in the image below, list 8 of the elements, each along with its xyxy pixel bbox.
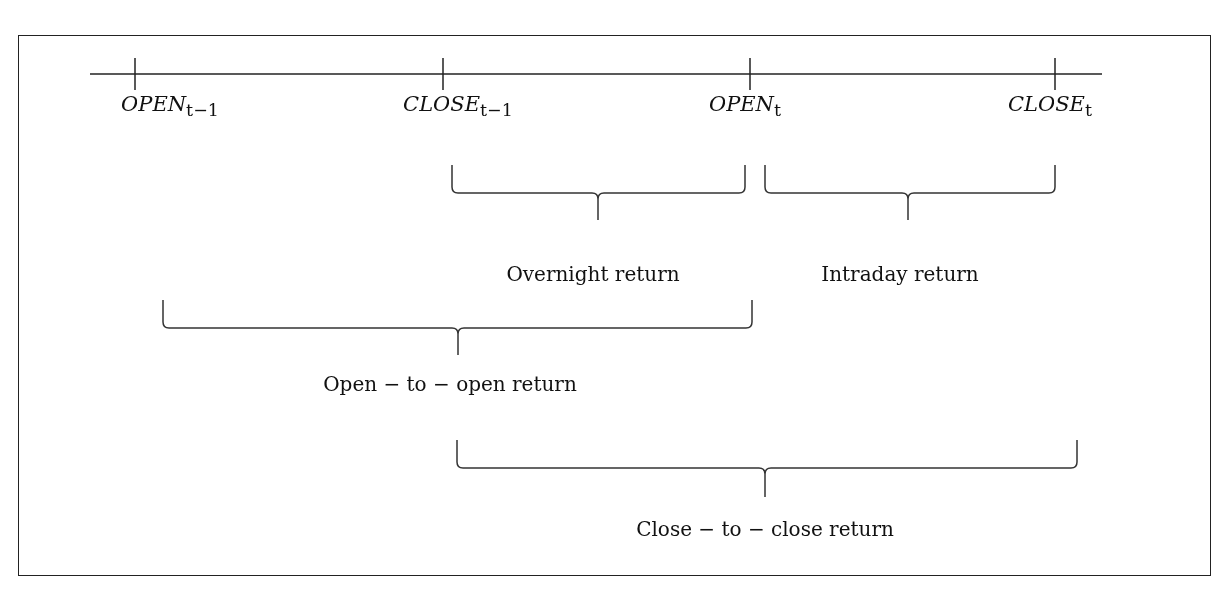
tick-label: CLOSE$_{t−1}$ bbox=[403, 92, 513, 121]
bracket-label: Open − to − open return bbox=[323, 372, 577, 396]
tick-label: OPEN$_{t−1}$ bbox=[121, 92, 219, 121]
bracket-label: Overnight return bbox=[506, 262, 680, 286]
bracket-label: Intraday return bbox=[821, 262, 979, 286]
tick-label: OPEN$_{t}$ bbox=[708, 92, 782, 121]
bracket-label: Close − to − close return bbox=[636, 517, 894, 541]
tick-label: CLOSE$_{t}$ bbox=[1008, 92, 1092, 121]
